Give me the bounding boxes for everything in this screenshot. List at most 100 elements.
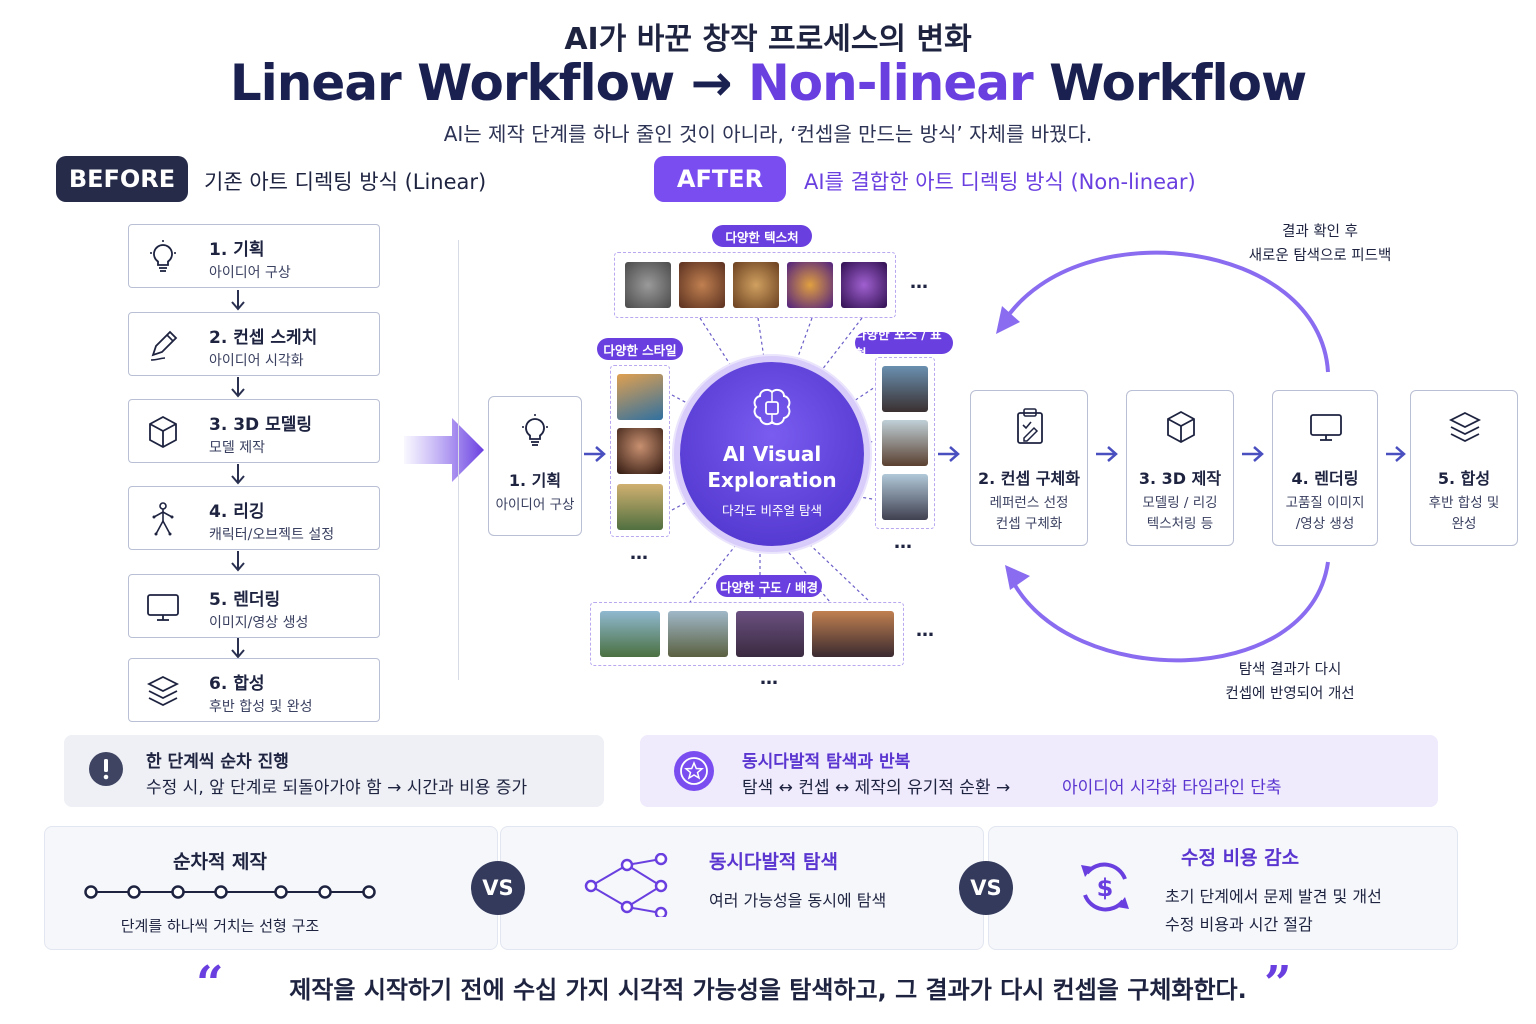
- clipboard-icon: [1017, 408, 1043, 444]
- texture-thumb: [625, 262, 671, 308]
- step-title: 2. 컨셉 스케치: [209, 328, 318, 348]
- card2-title: 동시다발적 탐색: [709, 851, 838, 873]
- after-badge: AFTER: [654, 156, 786, 202]
- pose-thumb: [882, 474, 928, 520]
- quote-close-icon: ”: [1264, 956, 1292, 1012]
- style-strip: [610, 365, 670, 537]
- cube-icon: [1167, 410, 1195, 444]
- step-sub: 컨셉 구체화: [995, 516, 1063, 532]
- loop-arc-top: [1003, 250, 1330, 373]
- after-info-bar: 동시다발적 탐색과 반복 탐색 ↔ 컨셉 ↔ 제작의 유기적 순환 → 아이디어…: [640, 735, 1438, 807]
- plan-title: 1. 기획: [508, 471, 562, 490]
- loop-top-label-2: 새로운 탐색으로 피드백: [1248, 248, 1392, 264]
- star-badge-icon: [674, 751, 714, 791]
- before-info-bar: 한 단계씩 순차 진행 수정 시, 앞 단계로 되돌아가야 함 → 시간과 비용…: [64, 735, 604, 807]
- step-title: 5. 합성: [1437, 469, 1491, 488]
- linear-step-3: 3. 3D 모델링 모델 제작: [128, 399, 380, 463]
- composition-thumb: [600, 611, 660, 657]
- arrow-down-icon: [231, 551, 245, 572]
- page-title: Linear Workflow → Non-linear Workflow: [0, 54, 1536, 112]
- step-title: 1. 기획: [209, 240, 265, 260]
- network-branch-icon: [584, 853, 668, 917]
- tag-composition: 다양한 구도 / 배경: [716, 575, 822, 597]
- step-title: 5. 렌더링: [209, 590, 281, 610]
- linear-step-1: 1. 기획 아이디어 구상: [128, 224, 380, 288]
- step-title: 3. 3D 제작: [1138, 469, 1222, 488]
- more-ellipsis: …: [760, 668, 779, 689]
- step-sub: 후반 합성 및 완성: [209, 699, 313, 715]
- before-info-sub: 수정 시, 앞 단계로 되돌아가야 함 → 시간과 비용 증가: [146, 778, 528, 798]
- more-ellipsis: …: [910, 272, 929, 293]
- linear-step-5: 5. 렌더링 이미지/영상 생성: [128, 574, 380, 638]
- step-title: 4. 렌더링: [1291, 469, 1359, 488]
- dollar-cycle-icon: $: [1081, 862, 1129, 912]
- linear-step-2: 2. 컨셉 스케치 아이디어 시각화: [128, 312, 380, 376]
- pose-thumb: [882, 420, 928, 466]
- monitor-icon: [1310, 414, 1342, 441]
- step-sub: 완성: [1451, 516, 1477, 532]
- loop-bottom-label-2: 컨셉에 반영되어 개선: [1225, 686, 1355, 702]
- after-info-sub-1: 탐색 ↔ 컨셉 ↔ 제작의 유기적 순환 →: [742, 778, 1011, 798]
- compare-card-sequential: 순차적 제작 단계를 하나씩 거치는 선형 구조: [44, 826, 498, 950]
- after-info-title: 동시다발적 탐색과 반복: [742, 752, 911, 772]
- vs-badge-2: VS: [959, 861, 1013, 915]
- after-step-5: 5. 합성 후반 합성 및 완성: [1410, 390, 1518, 546]
- card3-title: 수정 비용 감소: [1181, 847, 1300, 869]
- texture-strip: [614, 252, 896, 318]
- tag-pose: 다양한 포즈 / 표현: [855, 327, 953, 361]
- step-sub: 아이디어 시각화: [209, 353, 304, 369]
- arrow-down-icon: [231, 464, 245, 485]
- layers-icon: [1448, 411, 1482, 443]
- after-step-3: 3. 3D 제작 모델링 / 리깅 텍스처링 등: [1126, 390, 1234, 546]
- loop-top-label-1: 결과 확인 후: [1282, 224, 1358, 240]
- arrow-down-icon: [231, 290, 245, 311]
- composition-thumb: [668, 611, 728, 657]
- tag-style: 다양한 스타일: [597, 338, 683, 360]
- skeleton-icon: [152, 502, 174, 536]
- composition-thumb: [812, 611, 894, 657]
- card1-sub: 단계를 하나씩 거치는 선형 구조: [120, 917, 320, 935]
- page-subtitle: AI가 바꾼 창작 프로세스의 변화: [564, 22, 972, 57]
- lightbulb-icon: [522, 414, 548, 446]
- step-sub: 모델링 / 리깅: [1142, 495, 1218, 511]
- after-plan-box: 1. 기획 아이디어 구상: [488, 396, 582, 536]
- style-thumb: [617, 374, 663, 420]
- loop-arc-bottom: [1010, 561, 1330, 663]
- style-thumb: [617, 428, 663, 474]
- texture-thumb: [841, 262, 887, 308]
- card3-sub-1: 초기 단계에서 문제 발견 및 개선: [1165, 887, 1382, 906]
- big-arrow-right-icon: [404, 418, 484, 482]
- title-linear: Linear Workflow: [229, 54, 675, 112]
- layers-icon: [146, 675, 180, 707]
- step-sub: 캐릭터/오브젝트 설정: [209, 527, 335, 543]
- texture-thumb: [679, 262, 725, 308]
- step-sub: 고품질 이미지: [1285, 495, 1365, 511]
- step-sub: 아이디어 구상: [209, 265, 291, 281]
- section-divider: [458, 240, 459, 680]
- tagline: AI는 제작 단계를 하나 줄인 것이 아니라, ‘컨셉을 만드는 방식’ 자체…: [443, 122, 1093, 146]
- compare-card-cost: $ 수정 비용 감소 초기 단계에서 문제 발견 및 개선 수정 비용과 시간 …: [988, 826, 1458, 950]
- arrow-down-icon: [231, 638, 245, 659]
- pose-thumb: [882, 366, 928, 412]
- plan-sub: 아이디어 구상: [495, 497, 575, 513]
- texture-thumb: [787, 262, 833, 308]
- monitor-icon: [147, 594, 179, 621]
- hub-title-1: AI Visual: [722, 442, 822, 466]
- quote-open-icon: “: [196, 956, 224, 1012]
- pencil-icon: [150, 330, 178, 361]
- step-sub: 모델 제작: [209, 440, 265, 456]
- pose-strip: [875, 357, 935, 529]
- title-arrow: →: [690, 54, 733, 112]
- title-workflow: Workflow: [1049, 54, 1307, 112]
- exclamation-icon: [89, 752, 123, 786]
- after-label: AI를 결합한 아트 디렉팅 방식 (Non-linear): [804, 170, 1196, 194]
- lightbulb-icon: [150, 240, 176, 272]
- after-step-4: 4. 렌더링 고품질 이미지 /영상 생성: [1272, 390, 1378, 546]
- card2-sub: 여러 가능성을 동시에 탐색: [709, 891, 887, 910]
- before-label: 기존 아트 디렉팅 방식 (Linear): [204, 170, 487, 194]
- vs-badge-1: VS: [471, 861, 525, 915]
- texture-thumb: [733, 262, 779, 308]
- closing-quote: 제작을 시작하기 전에 수십 가지 시각적 가능성을 탐색하고, 그 결과가 다…: [289, 976, 1247, 1004]
- more-ellipsis: …: [916, 620, 935, 641]
- composition-strip: [590, 602, 904, 666]
